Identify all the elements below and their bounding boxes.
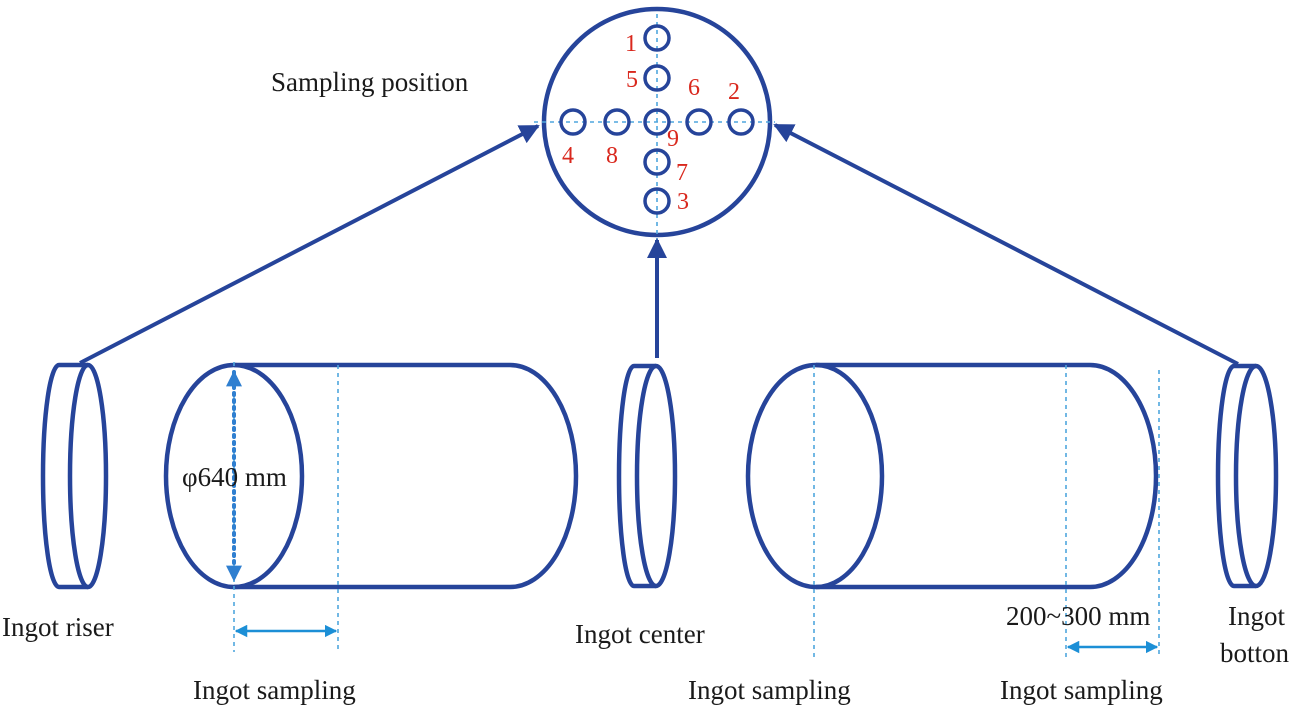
- left-cylinder: [163, 362, 579, 652]
- sample-number-2: 2: [728, 79, 740, 105]
- sample-hole-2: [727, 108, 755, 136]
- sample-hole-3: [643, 187, 671, 215]
- sample-number-7: 7: [676, 160, 688, 186]
- sample-number-5: 5: [626, 67, 638, 93]
- sample-hole-6: [685, 108, 713, 136]
- ingot-center-label: Ingot center: [575, 619, 705, 649]
- ingot-sampling-label-left: Ingot sampling: [193, 675, 356, 705]
- sample-hole-1: [643, 24, 671, 52]
- ingot-botton-label-line2: botton: [1220, 638, 1290, 668]
- sample-number-8: 8: [606, 143, 618, 169]
- right-cylinder: [745, 362, 1160, 658]
- ingot-sampling-label-middle: Ingot sampling: [688, 675, 851, 705]
- sample-hole-8: [603, 108, 631, 136]
- sampling-position-label: Sampling position: [271, 67, 469, 97]
- ingot-center-disc: [616, 363, 678, 589]
- sample-number-1: 1: [625, 31, 637, 57]
- ingot-botton-label-line1: Ingot: [1228, 601, 1285, 631]
- sample-hole-9: [643, 108, 671, 136]
- sample-hole-5: [643, 64, 671, 92]
- diameter-label: φ640 mm: [182, 462, 287, 492]
- sample-number-3: 3: [677, 189, 689, 215]
- ingot-riser-label: Ingot riser: [2, 612, 114, 642]
- sample-number-4: 4: [562, 143, 574, 169]
- ingot-sampling-label-right: Ingot sampling: [1000, 675, 1163, 705]
- ingot-riser-disc: [40, 362, 109, 590]
- sampling-position-section: 1 2 3 4 5 6 7 8 9 Sampling position: [271, 6, 775, 245]
- distance-label: 200~300 mm: [1006, 601, 1150, 631]
- riser-arrow: [79, 124, 540, 365]
- sample-number-6: 6: [688, 75, 700, 101]
- sample-hole-7: [643, 148, 671, 176]
- bottom-arrow: [773, 123, 1239, 366]
- ingot-bottom-disc: [1215, 363, 1279, 589]
- sample-number-9: 9: [667, 126, 679, 152]
- sample-hole-4: [559, 108, 587, 136]
